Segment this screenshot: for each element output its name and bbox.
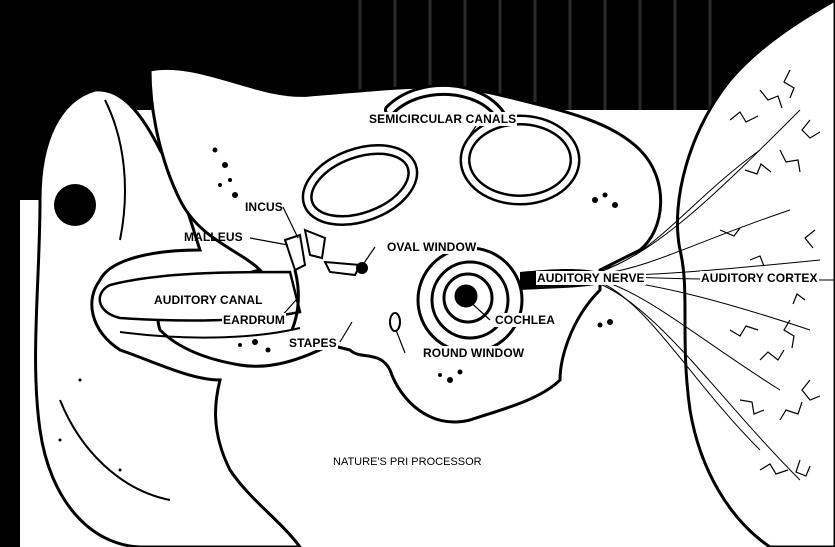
ear-hole-dot [54,184,96,226]
label-auditory-cortex: AUDITORY CORTEX [700,271,819,285]
label-malleus: MALLEUS [184,230,243,244]
label-auditory-nerve: AUDITORY NERVE [536,271,646,285]
dark-background-edge [0,200,20,547]
label-oval-window: OVAL WINDOW [386,240,477,254]
label-eardrum: EARDRUM [222,313,286,327]
label-semicircular-canals: SEMICIRCULAR CANALS [368,112,517,126]
label-round-window: ROUND WINDOW [422,346,525,360]
label-incus: INCUS [245,200,283,214]
label-stapes: STAPES [288,336,338,350]
label-cochlea: COCHLEA [494,313,556,327]
label-auditory-canal: AUDITORY CANAL [153,293,264,307]
cochlea-spiral [418,248,522,352]
diagram-caption: NATURE'S PRI PROCESSOR [333,456,482,468]
